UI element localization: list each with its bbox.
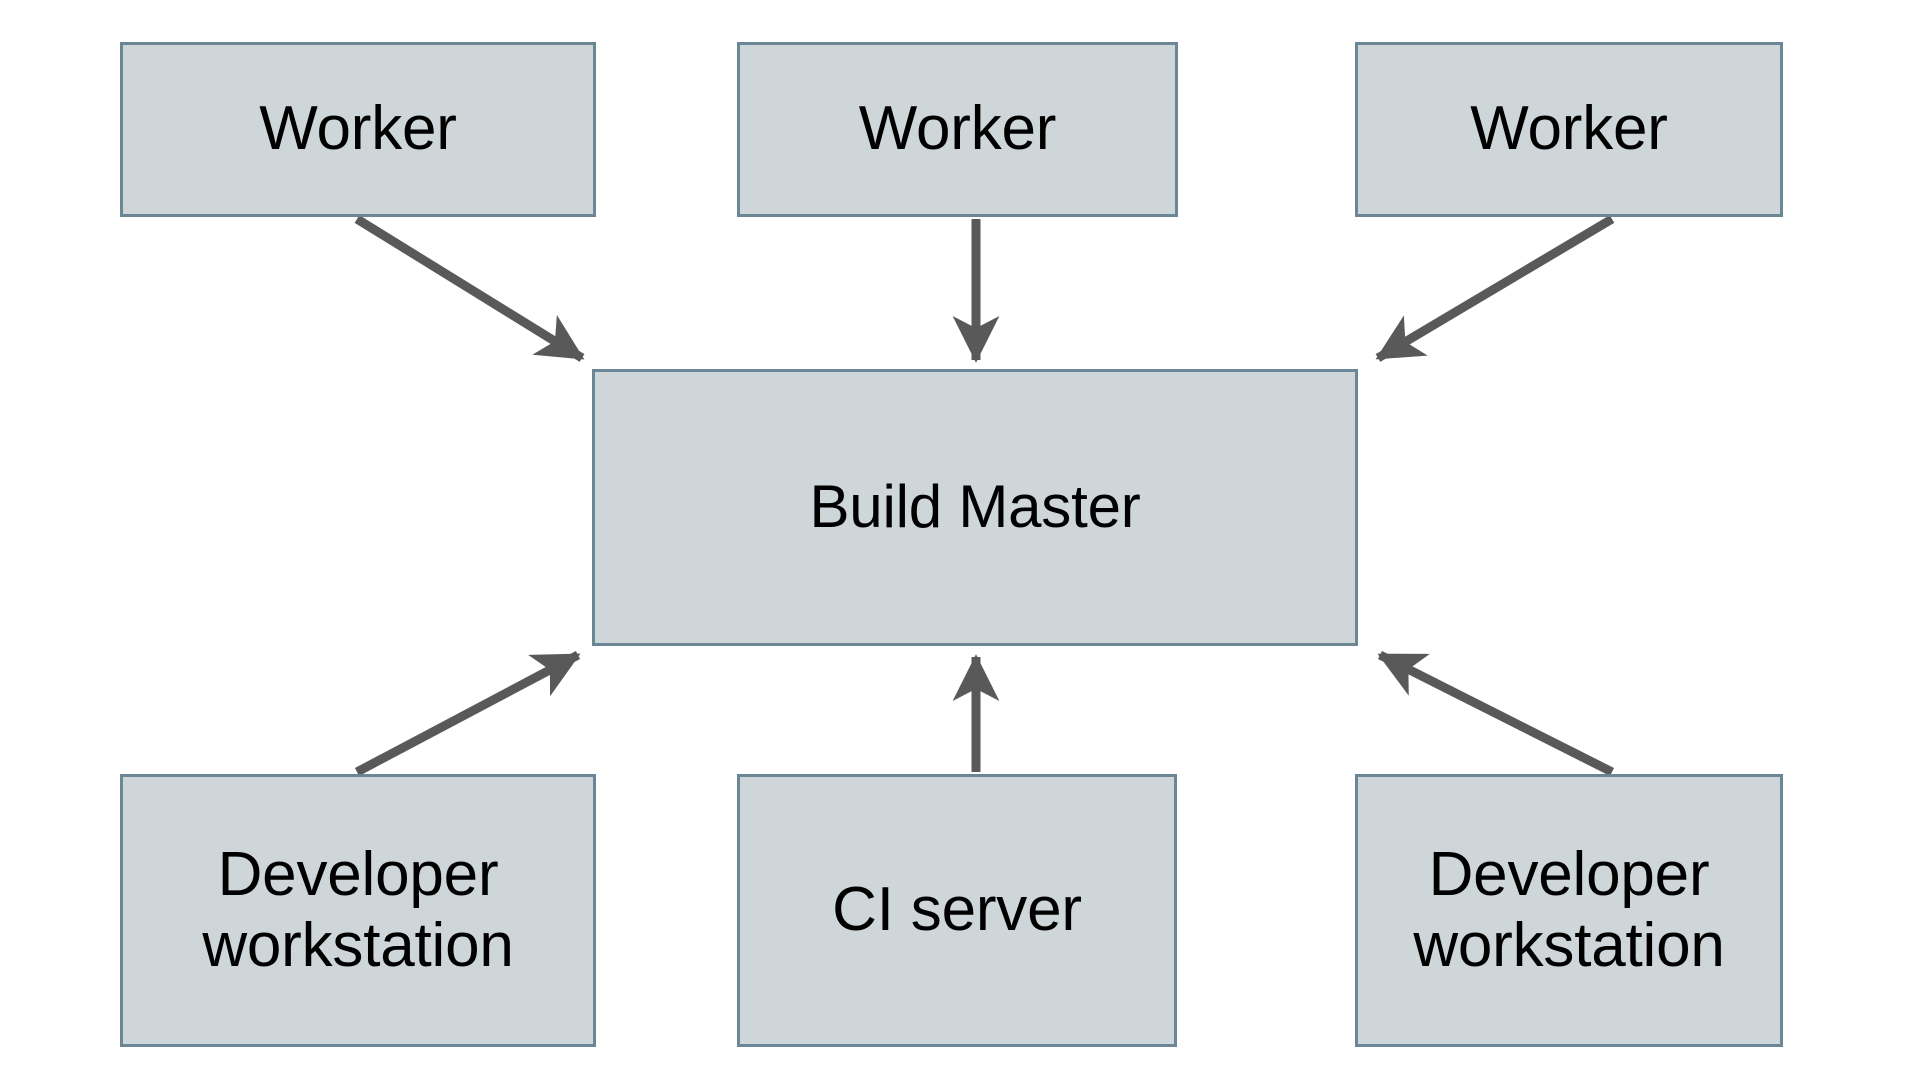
node-worker-center[interactable]: Worker bbox=[737, 42, 1178, 217]
node-build-master[interactable]: Build Master bbox=[592, 369, 1358, 646]
node-worker-right-label: Worker bbox=[1470, 94, 1668, 164]
node-ci-server-label: CI server bbox=[832, 875, 1082, 945]
edge-worker-right-to-master bbox=[1375, 215, 1615, 362]
node-worker-left-label: Worker bbox=[259, 94, 457, 164]
node-worker-right[interactable]: Worker bbox=[1355, 42, 1783, 217]
edge-dev-right-to-master bbox=[1377, 650, 1615, 777]
node-worker-left[interactable]: Worker bbox=[120, 42, 596, 217]
node-ci-server[interactable]: CI server bbox=[737, 774, 1177, 1047]
node-developer-workstation-right-label: Developer workstation bbox=[1413, 839, 1725, 980]
edge-worker-left-to-master bbox=[354, 215, 585, 362]
node-worker-center-label: Worker bbox=[858, 94, 1057, 164]
edge-dev-left-to-master bbox=[354, 651, 581, 776]
node-developer-workstation-right[interactable]: Developer workstation bbox=[1355, 774, 1783, 1047]
node-developer-workstation-left-label: Developer workstation bbox=[202, 839, 514, 980]
node-build-master-label: Build Master bbox=[809, 473, 1141, 541]
node-developer-workstation-left[interactable]: Developer workstation bbox=[120, 774, 596, 1047]
